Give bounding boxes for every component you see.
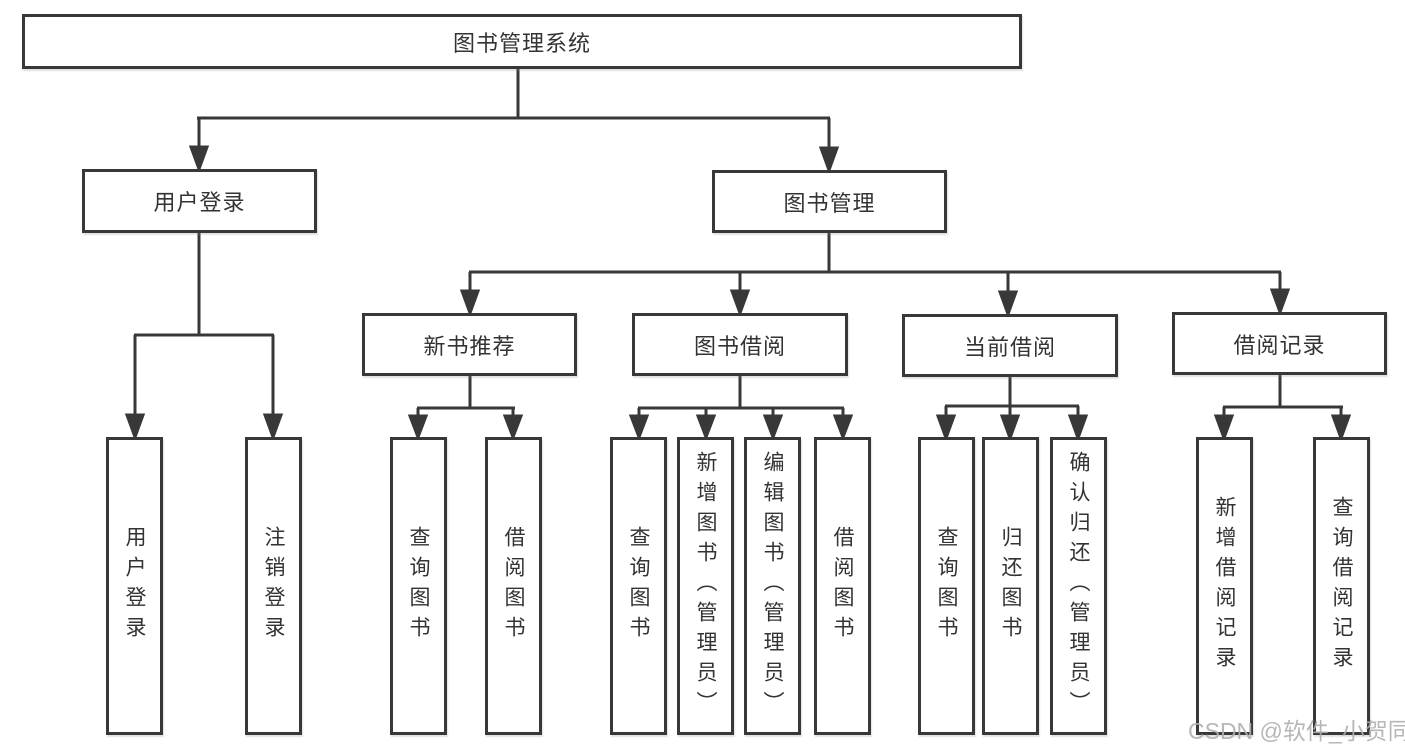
- node-user-login: 用户登录: [82, 169, 317, 233]
- connector-records-to-leaves: [1213, 374, 1352, 443]
- leaf-query-books-3: 查询图书: [918, 437, 975, 735]
- leaf-edit-books-admin: 编辑图书（管理员）: [744, 437, 801, 735]
- leaf-add-borrow-record: 新增借阅记录: [1196, 437, 1253, 735]
- leaf-logout: 注销登录: [245, 437, 302, 735]
- leaf-confirm-return-admin: 确认归还（管理员）: [1050, 437, 1107, 735]
- node-current-borrowing: 当前借阅: [902, 314, 1118, 377]
- leaf-borrow-books-1: 借阅图书: [485, 437, 542, 735]
- connector-newrec-to-leaves: [407, 375, 524, 442]
- leaf-user-login: 用户登录: [106, 437, 163, 735]
- leaf-return-books: 归还图书: [982, 437, 1039, 735]
- connector-login-to-leaves: [124, 233, 284, 442]
- node-borrowing-records: 借阅记录: [1172, 312, 1387, 375]
- connector-mgmt-to-level3: [459, 233, 1291, 319]
- node-book-borrowing: 图书借阅: [632, 313, 848, 376]
- node-book-management: 图书管理: [712, 170, 947, 233]
- connector-borrow-to-leaves: [628, 375, 854, 442]
- leaf-add-books-admin: 新增图书（管理员）: [677, 437, 734, 735]
- leaf-query-books-1: 查询图书: [390, 437, 447, 735]
- node-new-book-recommend: 新书推荐: [362, 313, 577, 376]
- leaf-query-borrow-record: 查询借阅记录: [1313, 437, 1370, 735]
- watermark: CSDN @软件_小贺同学: [1188, 718, 1405, 744]
- connector-current-to-leaves: [935, 376, 1089, 443]
- connector-root-to-level2: [188, 69, 840, 175]
- leaf-query-books-2: 查询图书: [610, 437, 667, 735]
- leaf-borrow-books-2: 借阅图书: [814, 437, 871, 735]
- node-root-system: 图书管理系统: [22, 14, 1022, 69]
